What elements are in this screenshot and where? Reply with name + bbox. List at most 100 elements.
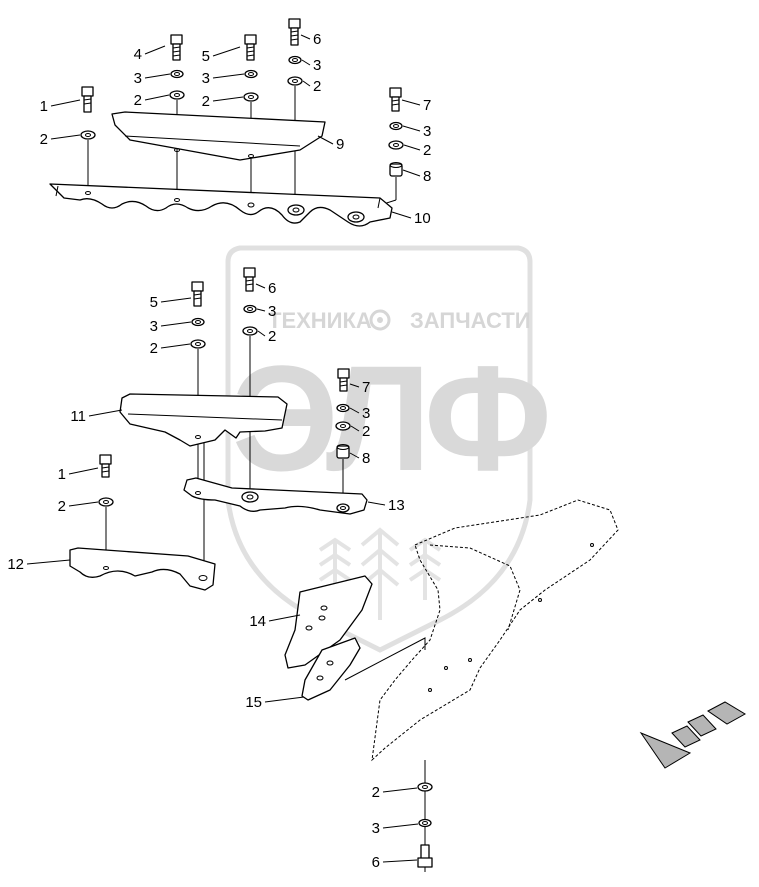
callout-middle-2: 2 — [268, 328, 276, 345]
callout-bottom-1: 15 — [245, 694, 262, 711]
bolt-5-mid — [191, 281, 204, 307]
callout-middle-1: 3 — [268, 303, 276, 320]
leader-line — [302, 80, 311, 87]
lock-washer-3b — [244, 69, 258, 79]
side-bracket-12 — [69, 547, 216, 591]
callout-middle-10: 11 — [70, 408, 86, 425]
bolt-7 — [389, 87, 402, 112]
watermark-left-word: ТЕХНИКА — [268, 308, 372, 333]
leader-line — [367, 501, 386, 506]
callout-top-2: 2 — [134, 92, 142, 109]
washer-2c — [287, 76, 303, 86]
leader-line — [349, 383, 360, 388]
leader-line — [212, 73, 245, 79]
leader-line — [144, 73, 171, 79]
leader-line — [144, 94, 170, 101]
washer-2e — [388, 140, 404, 150]
leader-line — [26, 559, 71, 565]
callout-middle-12: 2 — [58, 498, 66, 515]
lock-washer-3c — [288, 55, 302, 65]
washer-2d — [80, 130, 96, 140]
watermark: ТЕХНИКА ЗАПЧАСТИ ЭЛФ — [225, 245, 552, 653]
leader-line — [391, 211, 412, 219]
nut-8-mid — [336, 444, 350, 459]
leader-line — [257, 330, 266, 337]
callout-middle-0: 6 — [268, 280, 276, 297]
leader-line — [382, 823, 419, 829]
leader-line — [256, 308, 266, 312]
leader-line — [403, 144, 421, 151]
leader-line — [301, 59, 311, 66]
callout-middle-5: 2 — [150, 340, 158, 357]
callout-middle-14: 12 — [7, 556, 24, 573]
moldboard-outline — [371, 499, 619, 762]
lock-washer-3-bottom — [418, 818, 432, 828]
bolt-5 — [244, 34, 257, 61]
gear-icon — [369, 309, 391, 331]
callout-top-12: 7 — [423, 97, 431, 114]
washer-2b — [243, 92, 259, 102]
watermark-logo: ЭЛФ — [232, 334, 552, 502]
leader-line — [350, 425, 360, 432]
leader-line — [88, 409, 123, 417]
leader-line — [349, 407, 360, 414]
leader-line — [160, 297, 192, 303]
callout-middle-11: 1 — [58, 466, 66, 483]
watermark-right-word: ЗАПЧАСТИ — [410, 308, 531, 333]
leader-line — [50, 99, 81, 107]
leader-line — [50, 134, 81, 140]
shank-plate-15 — [301, 637, 426, 701]
bolt-6 — [288, 18, 301, 46]
callout-top-6: 6 — [313, 31, 321, 48]
leader-line — [160, 343, 191, 349]
leader-line — [349, 452, 360, 459]
leader-line — [317, 135, 334, 145]
callout-top-11: 9 — [336, 136, 344, 153]
callout-top-5: 2 — [202, 93, 210, 110]
callout-middle-4: 3 — [150, 318, 158, 335]
callout-top-7: 3 — [313, 57, 321, 74]
guard-plate-11 — [119, 393, 288, 447]
callout-middle-13: 13 — [388, 497, 405, 514]
bolt-1-mid — [99, 454, 112, 478]
callout-top-0: 4 — [134, 46, 142, 63]
leader-line — [160, 321, 192, 327]
callout-top-10: 2 — [40, 131, 48, 148]
callout-top-9: 1 — [40, 98, 48, 115]
leader-line — [268, 614, 301, 622]
callout-top-13: 3 — [423, 123, 431, 140]
callout-top-14: 2 — [423, 142, 431, 159]
leader-line — [212, 46, 241, 57]
bolt-7-mid — [337, 368, 350, 392]
callout-top-16: 10 — [414, 210, 431, 227]
cover-plate-9 — [111, 111, 326, 161]
support-bracket-10 — [49, 183, 393, 227]
leader-line — [68, 501, 99, 507]
callout-bottom-4: 6 — [372, 854, 380, 871]
callout-top-15: 8 — [423, 168, 431, 185]
direction-arrow-icon — [639, 701, 746, 769]
leader-line — [401, 99, 421, 106]
leader-line — [382, 859, 418, 863]
leader-line — [68, 467, 99, 475]
nut-8 — [389, 162, 403, 177]
leader-line — [382, 787, 418, 793]
leader-line — [402, 169, 421, 177]
callout-bottom-2: 2 — [372, 784, 380, 801]
leader-line — [212, 96, 244, 102]
bolt-4 — [170, 34, 183, 61]
callout-top-1: 3 — [134, 70, 142, 87]
callout-top-4: 3 — [202, 70, 210, 87]
leader-line — [402, 125, 421, 132]
callout-middle-6: 7 — [362, 379, 370, 396]
callout-middle-9: 8 — [362, 450, 370, 467]
washer-2-bottom — [417, 782, 433, 792]
nut-6-bottom — [417, 844, 433, 868]
washer-2a — [169, 90, 185, 100]
leader-line — [255, 283, 266, 289]
mount-bracket-13 — [183, 477, 368, 515]
callout-top-8: 2 — [313, 78, 321, 95]
lock-washer-3a — [170, 69, 184, 79]
lock-washer-3d — [389, 121, 403, 131]
